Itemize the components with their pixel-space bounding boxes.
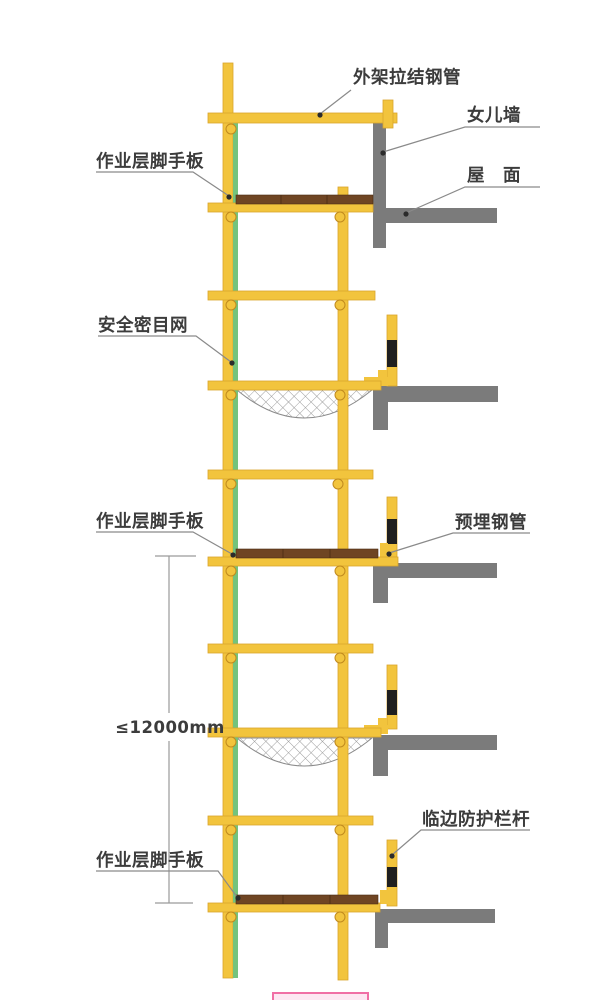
ledger-board3	[207, 902, 381, 913]
leader-dot	[230, 552, 236, 558]
leader-board-bottom	[96, 870, 238, 898]
work-board-top	[235, 194, 374, 205]
scaffold-ledgers	[207, 99, 399, 913]
embedded-pipe-stripe	[387, 519, 397, 544]
coupler	[334, 299, 346, 311]
watermark-box	[272, 992, 369, 1000]
coupler	[225, 389, 237, 401]
coupler	[225, 652, 237, 664]
floor-slab-4-edge	[375, 909, 388, 948]
guard-post-1-stripe	[387, 340, 397, 367]
tie-pipe-ledger	[207, 112, 398, 124]
leader-dot	[317, 112, 323, 118]
coupler	[334, 911, 346, 923]
catch-net-lower	[235, 737, 374, 767]
floor-slab-2-edge	[373, 563, 388, 603]
coupler	[334, 736, 346, 748]
label-tie-pipe: 外架拉结钢管	[353, 67, 461, 88]
label-board-bottom: 作业层脚手板	[96, 850, 204, 871]
coupler	[334, 652, 346, 664]
coupler	[225, 736, 237, 748]
callout-labels: 外架拉结钢管 女儿墙 屋 面 作业层脚手板 安全密目网 作业层脚手板 预埋钢管 …	[96, 67, 530, 871]
leader-dot	[389, 853, 395, 859]
floor-slab-4	[375, 909, 495, 923]
leader-lines	[96, 89, 540, 901]
embedded-pipe-bracket	[380, 543, 388, 557]
leader-parapet	[382, 126, 540, 153]
tie-pipe-anchor-stub	[382, 99, 394, 129]
coupler	[225, 824, 237, 836]
floor-slab-2	[373, 563, 497, 578]
inner-standard-pole	[337, 186, 349, 981]
leader-guardrail	[391, 829, 530, 856]
building-structure	[373, 118, 498, 948]
label-board-mid: 作业层脚手板	[96, 511, 204, 532]
catch-net-upper	[235, 389, 374, 419]
floor-slab-1-edge	[373, 386, 388, 430]
scaffold-standards	[222, 62, 349, 981]
edge-guardrail-stripe	[387, 867, 397, 887]
leader-safety-net	[98, 335, 232, 363]
coupler	[334, 389, 346, 401]
pipe-couplers	[225, 123, 346, 923]
safety-mesh-strip	[233, 122, 238, 978]
work-board-mid	[235, 548, 379, 559]
ledger-board2	[207, 556, 399, 567]
coupler	[334, 211, 346, 223]
ledger-mid4	[207, 815, 374, 826]
floor-slab-3-edge	[373, 735, 388, 776]
edge-guardrail-bracket	[380, 890, 388, 904]
leader-roof	[405, 186, 540, 214]
coupler	[225, 299, 237, 311]
work-board-top-planks	[280, 195, 328, 204]
work-board-mid-planks	[282, 549, 331, 558]
floor-slab-1	[373, 386, 498, 402]
ledger-board1	[207, 202, 374, 213]
ledger-net1	[207, 380, 382, 391]
horizontal-safety-nets	[235, 389, 374, 767]
ledger-mid1	[207, 290, 376, 301]
leader-dot	[226, 194, 232, 200]
scaffold-boards	[235, 194, 379, 905]
coupler	[332, 478, 344, 490]
leader-board-top	[96, 171, 230, 197]
coupler	[225, 565, 237, 577]
label-embedded-pipe: 预埋钢管	[455, 512, 527, 533]
leader-dot	[235, 895, 241, 901]
label-roof: 屋 面	[467, 166, 521, 186]
roof-slab	[385, 208, 497, 223]
leader-board-mid	[96, 531, 233, 555]
dimension-label: ≤12000mm	[115, 718, 225, 737]
dimension-line	[155, 555, 196, 904]
coupler	[225, 211, 237, 223]
label-board-top: 作业层脚手板	[96, 151, 204, 172]
work-board-bottom	[235, 894, 379, 905]
parapet-wall	[373, 118, 386, 248]
ledger-mid2	[207, 469, 374, 480]
ledger-mid3	[207, 643, 374, 654]
guard-post-3-stripe	[387, 690, 397, 715]
leader-dot	[380, 150, 386, 156]
ledger-net2	[207, 727, 382, 738]
coupler	[334, 824, 346, 836]
dimension-12000: ≤12000mm	[115, 555, 225, 904]
work-board-bottom-planks	[282, 895, 331, 904]
coupler	[225, 478, 237, 490]
label-parapet: 女儿墙	[467, 105, 521, 126]
label-guardrail: 临边防护栏杆	[422, 809, 530, 830]
leader-embedded-pipe	[388, 532, 530, 554]
label-safety-net: 安全密目网	[98, 315, 188, 336]
leader-dot	[403, 211, 409, 217]
floor-slab-3	[373, 735, 497, 750]
coupler	[225, 123, 237, 135]
coupler	[334, 565, 346, 577]
leader-tie-pipe	[319, 89, 352, 115]
coupler	[225, 911, 237, 923]
leader-dot	[386, 551, 392, 557]
leader-dot	[229, 360, 235, 366]
outer-standard-pole	[222, 62, 234, 979]
